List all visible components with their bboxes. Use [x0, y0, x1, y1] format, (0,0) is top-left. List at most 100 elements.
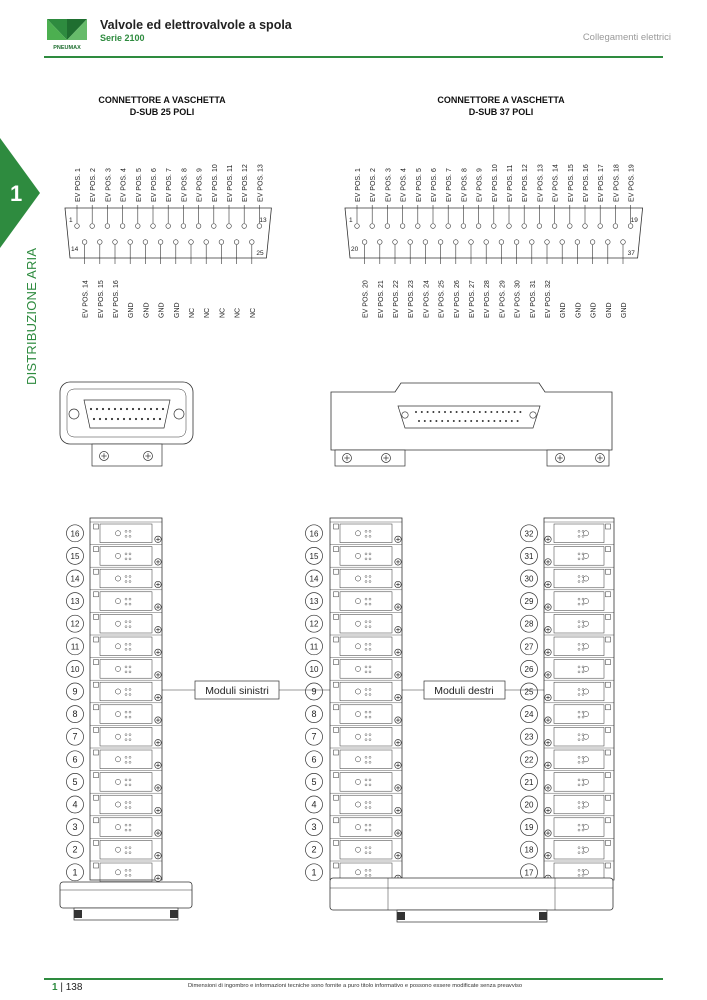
valve-body — [553, 591, 605, 611]
pin-label: EV POS. 1 — [75, 168, 82, 202]
port — [115, 756, 121, 763]
valve-body — [553, 546, 605, 566]
valve-body — [99, 749, 153, 769]
cable-connector — [73, 907, 179, 921]
tab — [93, 840, 99, 846]
tab — [333, 614, 339, 620]
port — [583, 779, 589, 785]
port — [581, 688, 585, 691]
port — [577, 823, 581, 827]
dsub-pin — [493, 420, 496, 422]
port — [583, 756, 589, 763]
pin-label: EV POS. 26 — [454, 280, 461, 318]
position-number: 6 — [72, 754, 77, 764]
position-number: 15 — [310, 552, 319, 561]
tab — [605, 772, 611, 778]
port — [583, 711, 589, 717]
dsub-pin — [516, 420, 519, 422]
port — [368, 874, 372, 877]
position-number-circle — [305, 637, 323, 656]
page-header: PNEUMAX Valvole ed elettrovalvole a spol… — [0, 0, 707, 58]
pin-number: 20 — [351, 246, 359, 253]
dsub-pin — [499, 420, 502, 422]
port — [115, 824, 121, 830]
port — [124, 597, 128, 601]
tab — [333, 546, 339, 552]
position-number-circle — [66, 705, 84, 723]
dsub-pin — [429, 420, 432, 422]
footer-note: Dimensioni di ingombro e informazioni te… — [188, 983, 523, 989]
port — [577, 806, 581, 809]
port — [364, 575, 368, 578]
port — [364, 828, 368, 832]
valve-body — [553, 772, 605, 792]
port — [124, 869, 128, 872]
position-number-circle — [520, 840, 538, 859]
port — [364, 530, 368, 533]
position-number-circle — [520, 727, 538, 746]
port — [581, 648, 585, 651]
pin — [234, 239, 240, 245]
valve-body — [553, 817, 605, 837]
dsub-pin — [107, 407, 111, 411]
valve-body — [99, 568, 153, 589]
port — [355, 530, 361, 537]
port — [577, 828, 581, 832]
pin-label: EV POS. 6 — [151, 168, 158, 202]
dsub-pin — [110, 417, 114, 421]
callout-moduli-destri: Moduli destri — [434, 685, 494, 697]
valve-body — [99, 681, 153, 702]
tab — [605, 817, 611, 824]
port — [124, 535, 128, 538]
pin — [384, 223, 391, 229]
pin — [142, 239, 148, 245]
pin-number: 1 — [69, 217, 73, 224]
port — [368, 710, 372, 714]
pin — [249, 239, 255, 245]
port — [355, 688, 361, 695]
pin-label: EV POS. 7 — [166, 168, 173, 202]
port — [128, 688, 132, 691]
connector-lock — [74, 910, 82, 918]
port — [115, 846, 121, 853]
valve-body — [99, 727, 153, 747]
port — [124, 828, 128, 832]
position-number: 18 — [525, 846, 534, 855]
port — [364, 670, 368, 674]
pin-number: 14 — [71, 246, 79, 253]
dsub-pin — [464, 420, 467, 422]
position-number: 5 — [72, 777, 77, 787]
port — [581, 823, 585, 827]
valve-body — [339, 523, 393, 543]
port — [124, 625, 128, 628]
pin-label: EV POS. 27 — [469, 280, 476, 318]
port — [364, 688, 368, 691]
port — [368, 688, 372, 691]
pin-label: GND — [591, 302, 598, 318]
position-number-circle — [66, 863, 84, 882]
port — [583, 688, 589, 695]
tab — [93, 727, 99, 733]
valve-body — [553, 636, 605, 656]
pin — [574, 239, 581, 245]
pin-label: EV POS. 21 — [378, 280, 385, 318]
port — [364, 806, 368, 809]
pin-label: GND — [560, 302, 567, 318]
port — [577, 530, 581, 533]
pin — [438, 239, 444, 245]
dsub-pin — [137, 407, 141, 411]
pin-label: EV POS. 15 — [98, 280, 105, 318]
tab — [333, 591, 339, 598]
footer-rule — [44, 978, 663, 980]
tab — [93, 681, 99, 688]
page-number-separator: | — [60, 982, 66, 993]
pin-label: EV POS. 13 — [537, 164, 544, 202]
port — [368, 597, 372, 601]
port — [124, 552, 128, 556]
header-rule — [44, 56, 663, 58]
position-number: 20 — [525, 801, 534, 810]
port — [368, 823, 372, 827]
valve-stack — [543, 517, 615, 881]
position-number-circle — [520, 614, 538, 633]
position-number: 19 — [525, 823, 534, 832]
